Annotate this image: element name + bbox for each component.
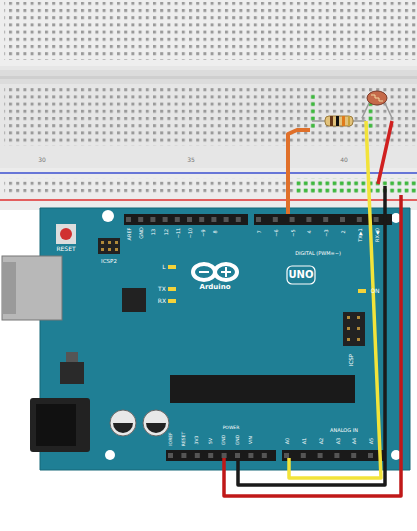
pin-hole <box>236 217 241 222</box>
pin-hole <box>262 453 267 458</box>
pin-label: GND <box>222 435 227 445</box>
pin-hole <box>235 453 240 458</box>
pin-hole <box>168 453 173 458</box>
pin-label: RESET <box>56 246 75 252</box>
pin-hole <box>290 217 295 222</box>
pin-hole <box>181 453 186 458</box>
pin-label: ICSP <box>349 354 355 366</box>
pin-label: ANALOG IN <box>330 428 358 433</box>
pin-hole <box>351 453 356 458</box>
pin-hole <box>175 217 180 222</box>
pin-label: RX <box>158 298 166 304</box>
pin-label: Arduino <box>199 284 230 291</box>
pin-label: A2 <box>319 438 324 445</box>
pin-label: A1 <box>302 438 307 445</box>
pin-hole <box>138 217 143 222</box>
wires <box>224 121 401 496</box>
pin-label: GND <box>236 435 241 445</box>
pin-label: ICSP2 <box>101 259 117 265</box>
pin-label: 12 <box>164 229 169 235</box>
pin-label: 5V <box>209 438 214 444</box>
pin-label: L <box>162 264 165 270</box>
pin-label: 30 <box>38 157 46 163</box>
pin-hole <box>256 217 261 222</box>
pin-label: IOREF <box>169 432 174 445</box>
pin-label: POWER <box>223 426 240 431</box>
pin-label: RX◀0 <box>375 228 380 242</box>
header-pins <box>126 217 379 458</box>
pin-hole <box>334 453 339 458</box>
pin-label: A3 <box>336 438 341 445</box>
pin-label: A4 <box>352 438 357 445</box>
pin-hole <box>374 217 379 222</box>
pin-hole <box>163 217 168 222</box>
pin-label: 8 <box>213 230 218 233</box>
pin-label: 2 <box>341 230 346 233</box>
pin-hole <box>340 217 345 222</box>
pin-label: 35 <box>187 157 195 163</box>
pin-label: AREF <box>127 228 132 241</box>
pin-label: 3V3 <box>195 436 200 445</box>
pin-hole <box>301 453 306 458</box>
arduino-uno-board <box>2 208 410 470</box>
photoresistor <box>362 91 392 118</box>
pin-hole <box>126 217 131 222</box>
pin-label: ~3 <box>324 229 329 236</box>
pin-hole <box>284 453 289 458</box>
pin-label: ON <box>370 288 379 294</box>
pin-label: ~10 <box>188 228 193 239</box>
pin-hole <box>195 453 200 458</box>
pin-hole <box>248 453 253 458</box>
pin-label: A0 <box>285 438 290 445</box>
pin-hole <box>208 453 213 458</box>
pin-hole <box>224 217 229 222</box>
pin-label: A5 <box>369 438 374 445</box>
pin-label: 40 <box>340 157 348 163</box>
pin-hole <box>150 217 155 222</box>
pin-hole <box>323 217 328 222</box>
pin-hole <box>318 453 323 458</box>
pin-hole <box>199 217 204 222</box>
pin-label: 4 <box>307 230 312 233</box>
pin-hole <box>187 217 192 222</box>
pin-hole <box>357 217 362 222</box>
pin-label: GND <box>139 227 144 238</box>
pin-hole <box>273 217 278 222</box>
pin-label: ~9 <box>201 229 206 236</box>
pin-label: TX <box>158 286 166 292</box>
pin-label: TX▶1 <box>358 228 363 242</box>
pin-label: 13 <box>151 229 156 235</box>
pin-hole <box>222 453 227 458</box>
pin-hole <box>368 453 373 458</box>
pin-hole <box>211 217 216 222</box>
pin-label: ~11 <box>176 228 181 239</box>
pin-label: RESET <box>182 432 187 446</box>
pin-label: ~6 <box>274 229 279 236</box>
pin-label: DIGITAL (PWM=~) <box>295 251 341 256</box>
pin-label: 7 <box>257 230 262 233</box>
pin-label: ~5 <box>291 229 296 236</box>
resistor-symbol <box>312 116 366 126</box>
pin-hole <box>306 217 311 222</box>
pin-label: VIN <box>249 436 254 444</box>
pin-label: UNO <box>289 270 314 280</box>
breadboard <box>0 0 417 210</box>
